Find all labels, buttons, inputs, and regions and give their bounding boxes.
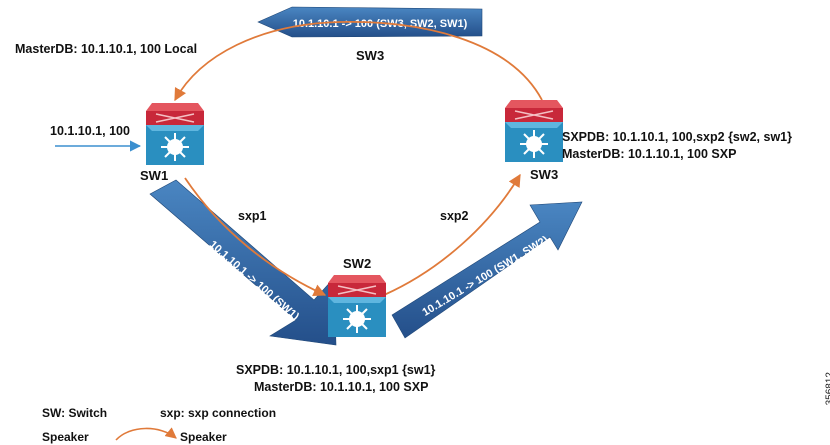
ingress-label: 10.1.10.1, 100 [50, 124, 130, 138]
legend-sxp: sxp: sxp connection [160, 406, 277, 420]
sw2-label: SW2 [343, 256, 372, 271]
right-arrow-label: 10.1.10.1 -> 100 (SW1, SW2) [420, 234, 550, 319]
switch-sw2-icon [327, 274, 387, 338]
top-arrow-label: 10.1.10.1 -> 100 (SW3, SW2, SW1) [293, 18, 468, 30]
masterdb-sw2-label: MasterDB: 10.1.10.1, 100 SXP [254, 380, 429, 394]
legend-switch: SW: Switch [42, 406, 108, 420]
sxp1-label: sxp1 [238, 209, 267, 223]
sxp-connection-sw3-sw1 [174, 20, 543, 102]
sxpdb-sw2-label: SXPDB: 10.1.10.1, 100,sxp1 {sw1} [236, 363, 436, 377]
figure-id: 356812 [824, 372, 830, 406]
sw3-top-label: SW3 [356, 48, 385, 63]
sxp-connection-sxp1 [184, 177, 327, 297]
sxpdb-sw3-label: SXPDB: 10.1.10.1, 100,sxp2 {sw2, sw1} [562, 130, 792, 144]
sxp2-label: sxp2 [440, 209, 469, 223]
legend-speaker-arrow [115, 427, 177, 441]
masterdb-sw3-label: MasterDB: 10.1.10.1, 100 SXP [562, 147, 737, 161]
legend-speaker-left: Speaker [42, 430, 89, 444]
right-propagation-arrow: 10.1.10.1 -> 100 (SW1, SW2) [391, 201, 583, 339]
switch-sw3-icon [504, 99, 564, 163]
legend-speaker-right: Speaker [180, 430, 227, 444]
sw3-label: SW3 [530, 167, 559, 182]
sxp-connection-sxp2 [383, 173, 521, 296]
sw1-label: SW1 [140, 168, 169, 183]
switch-sw1-icon [145, 102, 205, 166]
left-propagation-arrow: 10.1.10.1 -> 100 (SW1) [149, 179, 337, 346]
masterdb-sw1-label: MasterDB: 10.1.10.1, 100 Local [15, 42, 198, 56]
